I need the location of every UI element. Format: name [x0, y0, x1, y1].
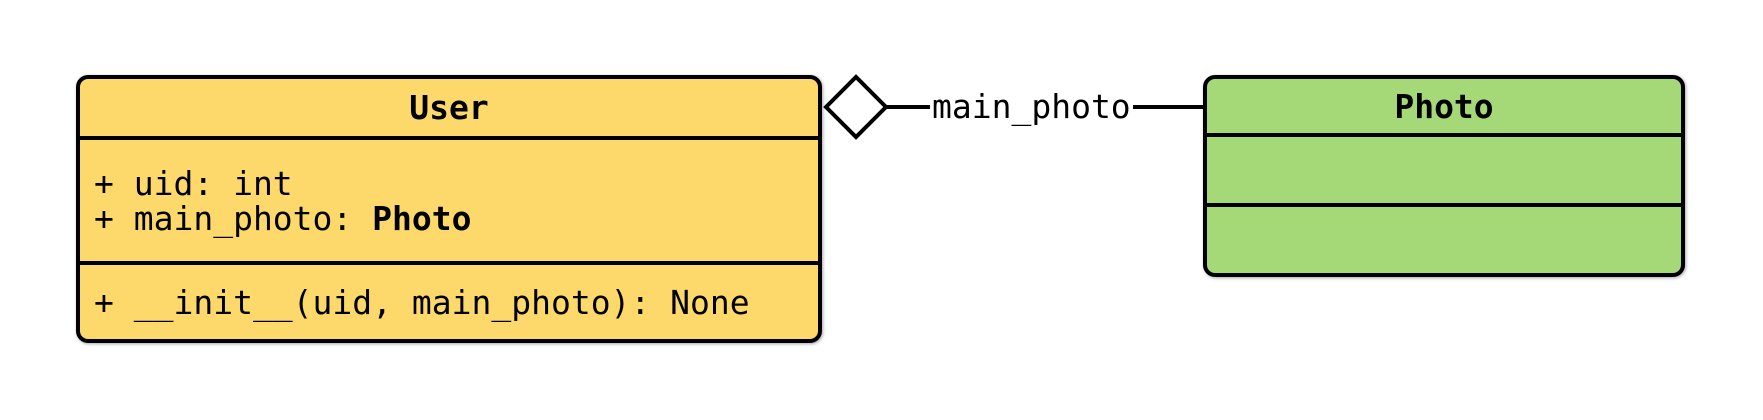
- photo-class-title: Photo: [1207, 79, 1681, 137]
- class-box-photo: Photo: [1203, 75, 1685, 277]
- relation-label: main_photo: [930, 86, 1133, 128]
- photo-attributes-compartment: [1207, 137, 1681, 207]
- user-class-title: User: [80, 79, 818, 140]
- class-box-user: User + uid: int + main_photo: Photo + __…: [76, 75, 822, 343]
- user-attribute-main-photo-prefix: + main_photo:: [94, 198, 373, 238]
- user-attribute-uid: + uid: int: [94, 163, 293, 203]
- aggregation-diamond-icon: [823, 74, 889, 140]
- user-attribute-main-photo-type: Photo: [372, 198, 472, 238]
- user-attributes-compartment: + uid: int + main_photo: Photo: [80, 140, 818, 265]
- photo-methods-compartment: [1207, 207, 1681, 273]
- user-methods-compartment: + __init__(uid, main_photo): None: [80, 265, 818, 339]
- user-attribute-main-photo: + main_photo: Photo: [94, 201, 818, 236]
- user-method-init: + __init__(uid, main_photo): None: [94, 282, 750, 322]
